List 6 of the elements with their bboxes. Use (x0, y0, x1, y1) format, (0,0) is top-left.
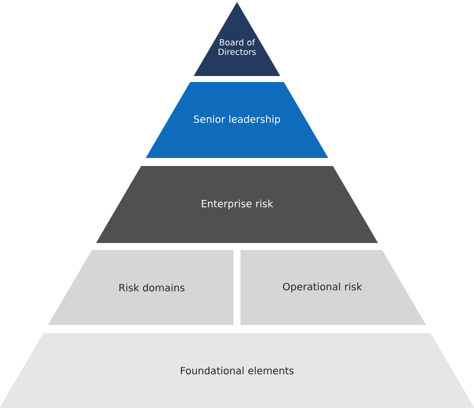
pyramid-tier: Risk domains (48, 250, 234, 325)
pyramid-tier: Senior leadership (146, 82, 328, 158)
pyramid-tier: Operational risk (240, 250, 426, 325)
pyramid-tier: Board of Directors (194, 2, 280, 76)
pyramid-tier: Enterprise risk (96, 166, 378, 243)
pyramid-tier: Foundational elements (0, 333, 474, 408)
